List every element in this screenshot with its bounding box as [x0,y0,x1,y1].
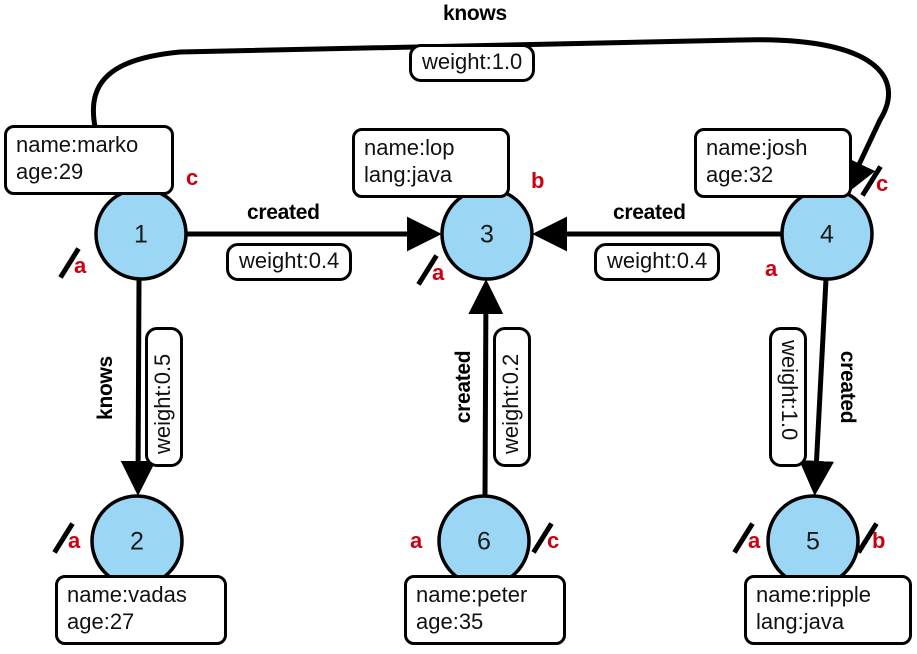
marker-node-2-a: a [68,530,80,552]
marker-glyph: c [876,171,889,196]
node-3-prop-0: name:lop [364,135,455,160]
node-4[interactable]: 4 [780,187,874,281]
edge-label-created-4-5: created [836,350,859,424]
marker-glyph: a [432,260,445,285]
edge-weight-created-4-5: weight:1.0 [769,327,807,467]
marker-node-5-a: a [748,530,760,552]
node-5-label: 5 [806,528,820,556]
edge-weight-created-4-3: weight:0.4 [594,243,721,281]
marker-node-3-a: a [432,262,444,284]
node-1[interactable]: 1 [94,187,188,281]
edge-weight-created-6-3: weight:0.2 [493,327,531,467]
edge-created-4-5 [799,278,834,496]
edge-label-created-4-3: created [613,201,686,224]
node-3-property-box: name:lop lang:java [352,128,510,198]
node-4-property-box: name:josh age:32 [694,128,852,198]
node-3-prop-1: lang:java [364,161,453,187]
marker-node-4-c: c [876,173,888,195]
edge-created-6-3 [468,279,504,497]
marker-glyph: a [410,528,423,553]
node-5-property-box: name:ripple lang:java [744,575,912,645]
node-3-label: 3 [480,221,494,249]
marker-glyph: a [765,256,778,281]
marker-glyph: a [748,528,761,553]
edge-knows-1-4 [90,37,891,196]
marker-node-1-a: a [74,255,86,277]
node-1-prop-0: name:marko [16,132,139,157]
node-2-property-box: name:vadas age:27 [55,575,227,645]
node-6-property-box: name:peter age:35 [404,575,566,645]
node-2-label: 2 [130,528,144,556]
marker-glyph: c [186,165,199,190]
node-5-prop-0: name:ripple [756,582,871,607]
node-2-prop-1: age:27 [67,608,135,634]
node-4-label: 4 [820,221,834,249]
marker-node-6-a: a [410,530,422,552]
edge-weight-knows-1-4: weight:1.0 [409,44,536,82]
marker-glyph: a [68,528,81,553]
marker-glyph: c [547,528,560,553]
edge-weight-created-1-3: weight:0.4 [226,243,353,281]
edge-label-created-6-3: created [452,350,475,424]
edge-label-knows-1-4: knows [443,2,507,25]
node-5[interactable]: 5 [766,494,860,588]
node-3[interactable]: 3 [440,187,534,281]
node-5-prop-1: lang:java [756,608,845,634]
edge-label-created-1-3: created [247,201,320,224]
marker-glyph: a [74,253,87,278]
edge-knows-1-2 [120,278,156,496]
node-6-prop-1: age:35 [416,608,484,634]
marker-node-5-b: b [872,530,885,552]
node-4-prop-1: age:32 [706,161,774,187]
node-4-prop-0: name:josh [706,135,808,160]
node-2-prop-0: name:vadas [67,582,187,607]
marker-glyph: b [872,528,886,553]
marker-node-4-a: a [765,258,777,280]
node-1-label: 1 [134,221,148,249]
edge-weight-knows-1-2: weight:0.5 [145,327,183,467]
marker-node-6-c: c [547,530,559,552]
marker-node-1-c: c [186,167,198,189]
node-2[interactable]: 2 [90,494,184,588]
node-1-property-box: name:marko age:29 [4,125,174,195]
marker-node-3-b: b [531,170,544,192]
marker-glyph: b [531,168,545,193]
node-6-prop-0: name:peter [416,582,528,607]
node-6[interactable]: 6 [437,494,531,588]
node-1-prop-1: age:29 [16,158,84,184]
edge-label-knows-1-2: knows [94,356,117,420]
node-6-label: 6 [477,528,491,556]
